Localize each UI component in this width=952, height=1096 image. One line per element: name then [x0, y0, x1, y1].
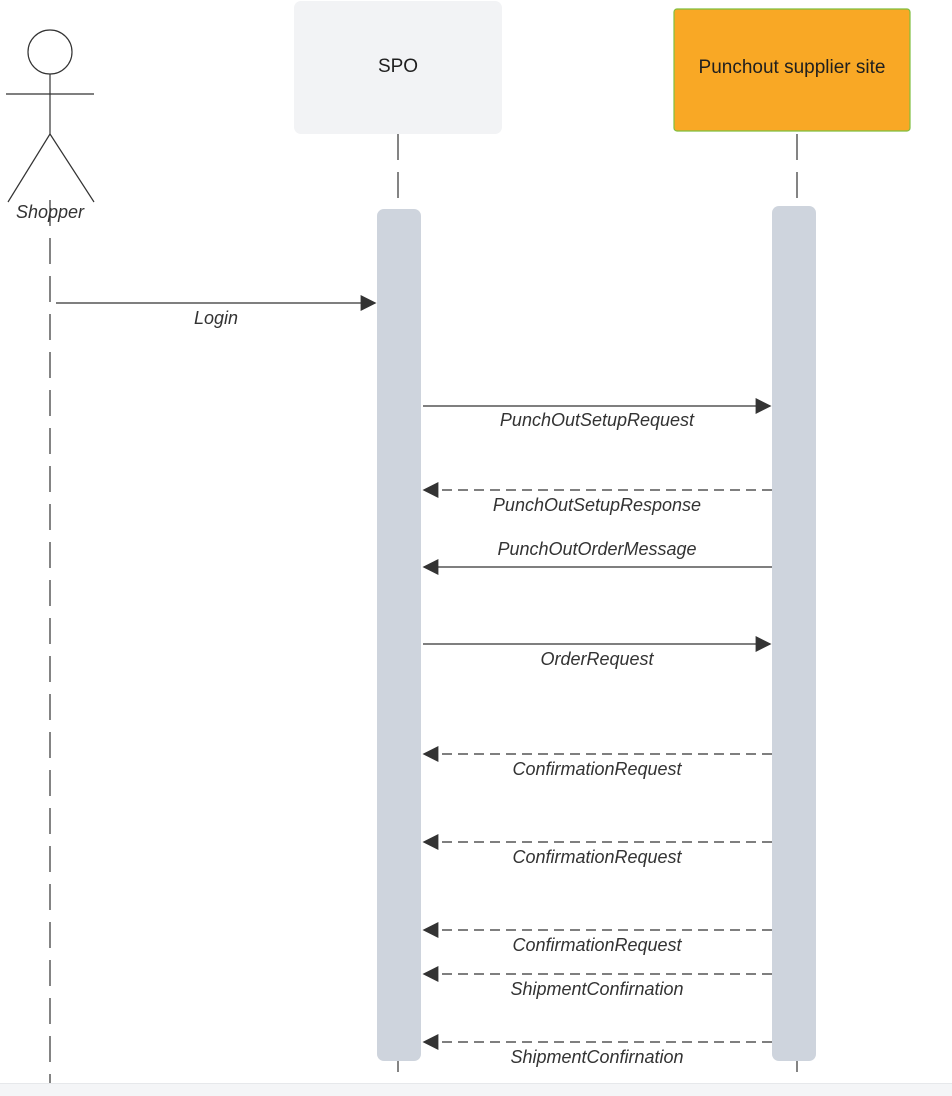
message-punchout-order-message-label: PunchOutOrderMessage [497, 539, 696, 559]
message-order-request: OrderRequest [423, 636, 772, 669]
message-punchout-setup-response: PunchOutSetupResponse [422, 482, 772, 515]
message-login: Login [56, 295, 377, 328]
supplier-participant-label: Punchout supplier site [699, 57, 886, 78]
canvas-bottom-scroll-strip [0, 1083, 952, 1096]
message-punchout-order-message: PunchOutOrderMessage [422, 539, 772, 575]
message-shipment-confirmation-1: ShipmentConfirnation [422, 966, 772, 999]
message-order-request-label: OrderRequest [540, 649, 654, 669]
spo-activation-bar[interactable] [377, 209, 421, 1061]
message-shipment-confirmation-2: ShipmentConfirnation [422, 1034, 772, 1067]
message-login-label: Login [194, 308, 238, 328]
message-confirmation-request-3: ConfirmationRequest [422, 922, 772, 955]
spo-participant-box[interactable] [294, 1, 502, 134]
message-punchout-setup-request: PunchOutSetupRequest [423, 398, 772, 430]
message-punchout-setup-response-label: PunchOutSetupResponse [493, 495, 701, 515]
message-confirmation-request-1-label: ConfirmationRequest [512, 759, 682, 779]
spo-participant-label: SPO [378, 56, 418, 77]
supplier-activation-bar[interactable] [772, 206, 816, 1061]
message-confirmation-request-2-label: ConfirmationRequest [512, 847, 682, 867]
message-shipment-confirmation-1-label: ShipmentConfirnation [510, 979, 683, 999]
message-shipment-confirmation-2-label: ShipmentConfirnation [510, 1047, 683, 1067]
message-confirmation-request-3-label: ConfirmationRequest [512, 935, 682, 955]
shopper-actor-figure[interactable] [6, 29, 95, 203]
message-punchout-setup-request-label: PunchOutSetupRequest [500, 410, 695, 430]
supplier-participant-box[interactable] [673, 8, 911, 132]
message-confirmation-request-2: ConfirmationRequest [422, 834, 772, 867]
message-confirmation-request-1: ConfirmationRequest [422, 746, 772, 779]
shopper-actor-label: Shopper [16, 202, 85, 222]
